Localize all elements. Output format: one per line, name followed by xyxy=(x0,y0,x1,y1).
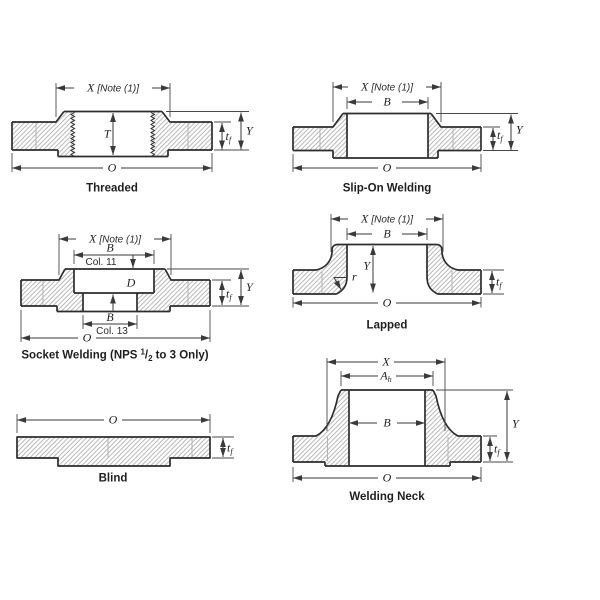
dim-letter-t: t xyxy=(494,442,498,456)
thread-zigzag xyxy=(69,112,76,157)
caption-text: to 3 Only) xyxy=(156,350,209,362)
col11-label: Col. 11 xyxy=(86,257,117,268)
fraction-denominator: 2 xyxy=(148,354,153,363)
fraction-slash: / xyxy=(145,350,149,362)
bolt-hole-line xyxy=(327,436,449,462)
dim-label-tf: tf xyxy=(226,129,233,145)
dim-label-b: B xyxy=(383,416,391,430)
dim-label-tf: tf xyxy=(227,441,234,457)
note-ref: [Note (1)] xyxy=(370,83,413,94)
dim-label-x-note: X[Note (1)] xyxy=(360,80,413,94)
dim-letter-t: t xyxy=(227,441,231,455)
col13-label: Col. 13 xyxy=(96,326,128,337)
dim-letter-x: X xyxy=(360,80,369,94)
dim-label-o: O xyxy=(109,413,118,427)
socket-welding-diagram: X[Note (1)] B Col. 11 D B Col. 13 O tf Y… xyxy=(20,232,254,364)
note-ref: [Note (1)] xyxy=(98,235,141,246)
dim-sub-f: f xyxy=(497,448,501,457)
flange-outline xyxy=(11,110,213,158)
extension-lines xyxy=(11,83,249,172)
dim-sub-f: f xyxy=(229,136,233,145)
note-ref: [Note (1)] xyxy=(370,215,413,226)
slip-on-welding-diagram: X[Note (1)] B O tf Y Slip-On Welding xyxy=(292,80,524,195)
caption-welding-neck: Welding Neck xyxy=(349,491,425,503)
dim-letter-t: t xyxy=(226,129,230,143)
dim-label-b: B xyxy=(106,241,114,255)
caption-lapped: Lapped xyxy=(367,320,408,332)
dim-label-b: B xyxy=(383,95,391,109)
dim-label-o: O xyxy=(83,331,92,345)
dim-label-x: X xyxy=(381,355,390,369)
flange-outline xyxy=(292,112,482,159)
dim-label-o: O xyxy=(383,296,392,310)
dim-label-ah: Ah xyxy=(379,369,391,385)
dim-label-b: B xyxy=(106,310,114,324)
dim-sub-f: f xyxy=(499,281,503,290)
dim-label-tf: tf xyxy=(494,442,501,458)
dim-label-r: r xyxy=(352,270,357,284)
dim-label-y: Y xyxy=(516,123,524,137)
dim-label-b: B xyxy=(383,227,391,241)
caption-text: Socket Welding (NPS xyxy=(21,350,137,362)
dim-label-d: D xyxy=(126,276,136,290)
dim-label-x-note: X[Note (1)] xyxy=(88,232,141,246)
dim-label-t: T xyxy=(104,127,112,141)
bolt-hole-line xyxy=(321,270,453,294)
dim-letter-a: A xyxy=(379,369,388,383)
extension-lines xyxy=(16,414,234,459)
dim-letter-x: X xyxy=(360,212,369,226)
dim-sub-h: h xyxy=(388,375,392,384)
dim-label-tf: tf xyxy=(497,128,504,144)
dim-sub-f: f xyxy=(500,135,504,144)
flange-body-hatch xyxy=(293,390,349,466)
flange-outline xyxy=(292,243,482,295)
dim-label-o: O xyxy=(383,471,392,485)
bolt-hole-line xyxy=(35,122,189,150)
dim-label-y: Y xyxy=(246,280,254,294)
dim-label-x-note: X[Note (1)] xyxy=(86,81,139,95)
dim-letter-x: X xyxy=(88,232,97,246)
flange-body-hatch xyxy=(425,390,481,466)
dim-label-tf: tf xyxy=(496,275,503,291)
dim-label-o: O xyxy=(383,161,392,175)
bolt-hole-line xyxy=(319,127,454,150)
caption-slip-on: Slip-On Welding xyxy=(343,183,432,195)
dim-label-y: Y xyxy=(246,124,254,138)
dim-label-o: O xyxy=(108,161,117,175)
flange-body-hatch xyxy=(17,437,210,466)
lapped-diagram: X[Note (1)] B Y r O tf Lapped xyxy=(292,212,504,332)
radius-leader xyxy=(333,277,347,290)
note-ref: [Note (1)] xyxy=(96,84,139,95)
flange-outline xyxy=(292,389,482,467)
dim-letter-x: X xyxy=(86,81,95,95)
dim-sub-f: f xyxy=(230,447,234,456)
threaded-diagram: X[Note (1)] T O tf Y Threaded xyxy=(11,81,254,195)
bolt-hole-line xyxy=(42,280,189,306)
flange-body-hatch xyxy=(428,113,481,158)
bolt-hole-line xyxy=(107,437,193,458)
dim-label-tf: tf xyxy=(226,287,233,303)
welding-neck-diagram: X Ah B O Y tf Welding Neck xyxy=(292,355,520,503)
dim-letter-t: t xyxy=(226,287,230,301)
dim-sub-f: f xyxy=(229,293,233,302)
flange-outline xyxy=(16,436,211,467)
caption-threaded: Threaded xyxy=(86,183,138,195)
dim-letter-t: t xyxy=(497,128,501,142)
flange-body-hatch xyxy=(137,269,210,312)
flange-outline xyxy=(20,268,211,313)
blind-diagram: O tf Blind xyxy=(16,413,234,485)
caption-blind: Blind xyxy=(99,473,128,485)
fraction-numerator: 1 xyxy=(140,348,145,357)
dim-label-y: Y xyxy=(363,259,371,273)
dim-label-y: Y xyxy=(512,417,520,431)
thread-zigzag xyxy=(149,112,156,157)
flange-body-hatch xyxy=(21,269,83,312)
dim-label-x-note: X[Note (1)] xyxy=(360,212,413,226)
dim-letter-t: t xyxy=(496,275,500,289)
